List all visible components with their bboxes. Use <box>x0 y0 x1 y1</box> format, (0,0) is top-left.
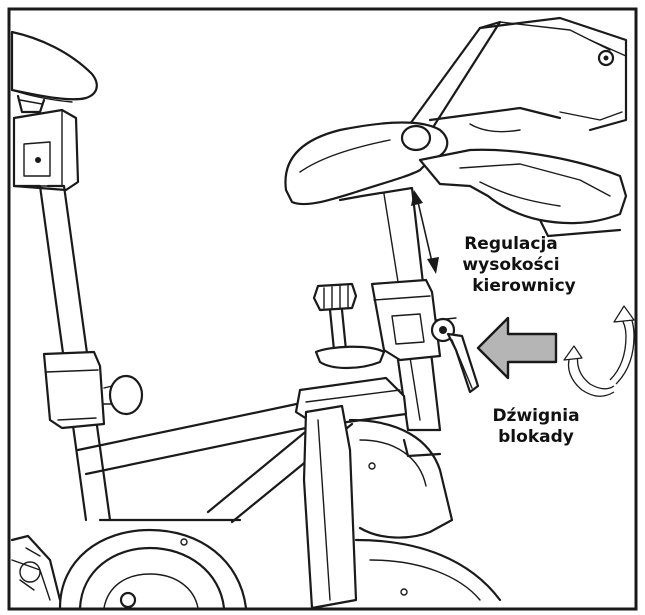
stem-clamp <box>370 278 442 362</box>
center-knob <box>312 282 386 370</box>
lock-lever-label: Dźwignia blokady <box>476 406 596 448</box>
frame-border <box>7 7 638 611</box>
lock-lever-line-2: blokady <box>498 427 574 447</box>
height-adjust-line-1: Regulacja <box>464 234 558 254</box>
rotation-arrows-icon <box>563 305 635 397</box>
lock-lever <box>430 317 480 394</box>
height-adjust-label: Regulacja wysokości kierownicy <box>436 234 586 297</box>
height-adjust-arrow-icon <box>411 190 439 274</box>
frame-body <box>76 376 502 610</box>
pointer-arrow-icon <box>476 316 558 380</box>
height-adjust-line-3: kierownicy <box>472 276 576 296</box>
seat-clamp <box>42 350 144 430</box>
console-arm <box>408 16 628 134</box>
lock-lever-line-1: Dźwignia <box>492 406 580 426</box>
flywheel <box>10 528 248 610</box>
saddle <box>10 30 98 114</box>
seat-post <box>12 108 80 192</box>
height-adjust-line-2: wysokości <box>462 255 560 275</box>
handlebar <box>284 111 628 238</box>
